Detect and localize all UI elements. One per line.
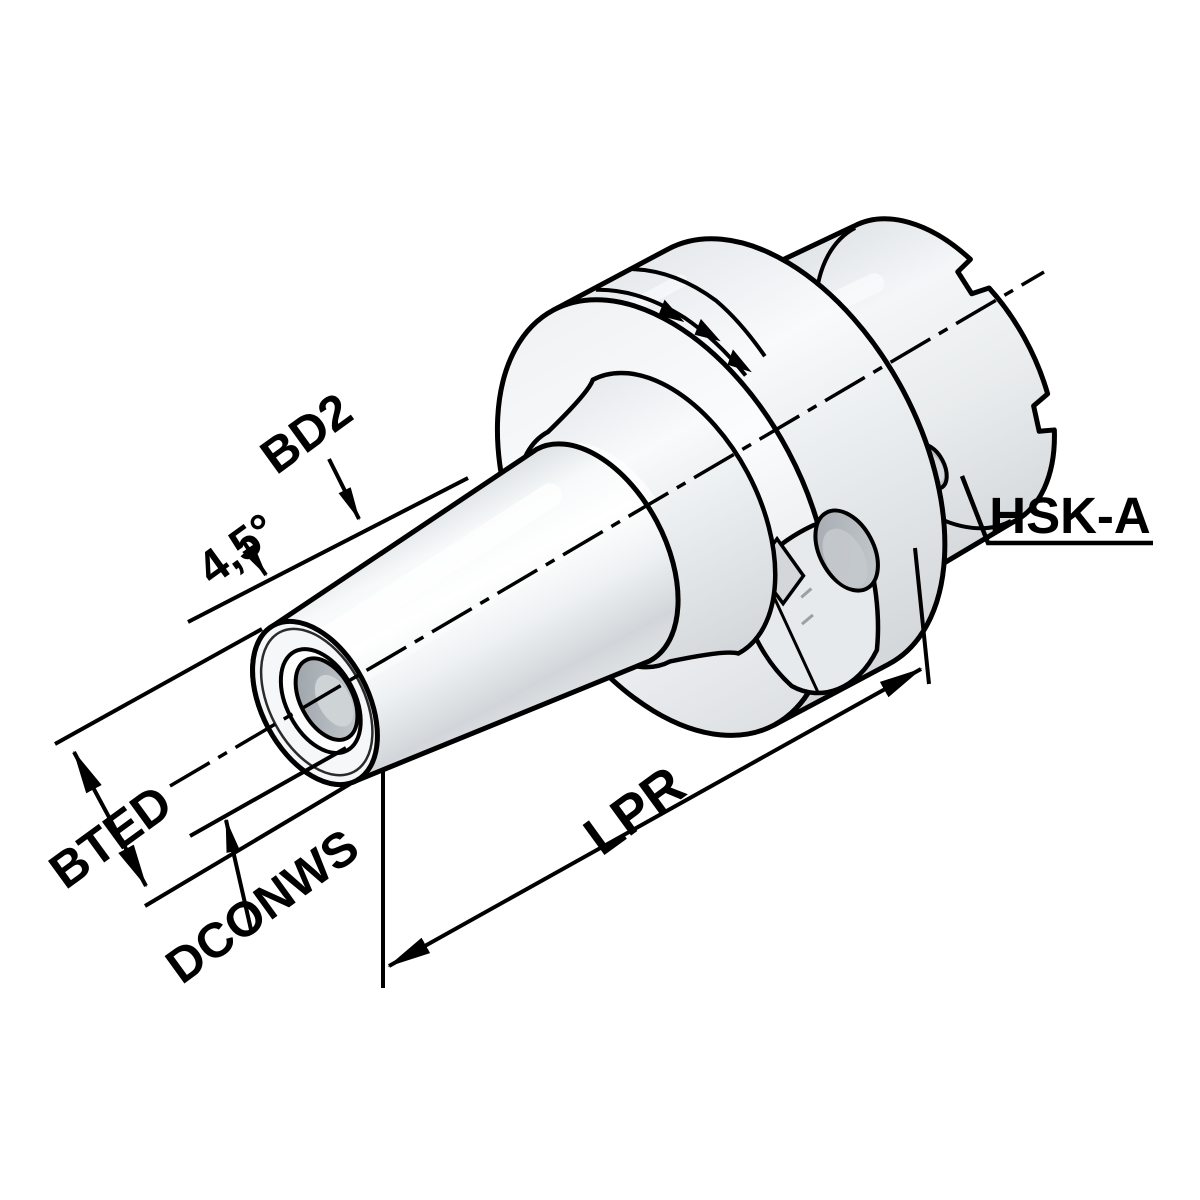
groove-wedge-1 [658, 299, 685, 322]
cutout-hole-inner [822, 528, 868, 588]
bd2-label: BD2 [251, 383, 362, 484]
bore-inner-shade [314, 674, 354, 727]
dconws-extension-line [189, 746, 347, 838]
angle-leader-arrow [241, 539, 268, 577]
dconws-label: DCONWS [156, 819, 368, 994]
groove-wedge-2 [694, 318, 721, 342]
bted-extension-line-lower [143, 782, 352, 908]
hsk-leader-line [959, 475, 1153, 546]
lpr-label: LPR [573, 755, 696, 867]
groove-edge-front [595, 287, 748, 377]
groove-wedge-3 [727, 349, 752, 373]
centerline [169, 270, 1045, 788]
taper-reference-line [187, 476, 469, 624]
taper-highlight [296, 483, 563, 663]
etched-marks [800, 587, 814, 626]
gripper-groove [595, 267, 767, 377]
lpr-extension-line-right [913, 547, 931, 685]
nose-chamfer-edge [259, 627, 374, 777]
hsk-label: HSK-A [989, 487, 1151, 544]
tool-holder-body [250, 216, 1057, 788]
groove-edge-rear [632, 267, 767, 358]
bted-dimension-line [72, 750, 148, 888]
bted-extension-line-upper [54, 627, 263, 746]
dconws-leader-arrow [224, 818, 254, 935]
annotations [54, 270, 1153, 988]
nose-face [250, 618, 380, 788]
bted-label: BTED [39, 774, 182, 899]
lpr-dimension-line [387, 667, 923, 968]
bd2-leader-arrow [327, 458, 361, 521]
